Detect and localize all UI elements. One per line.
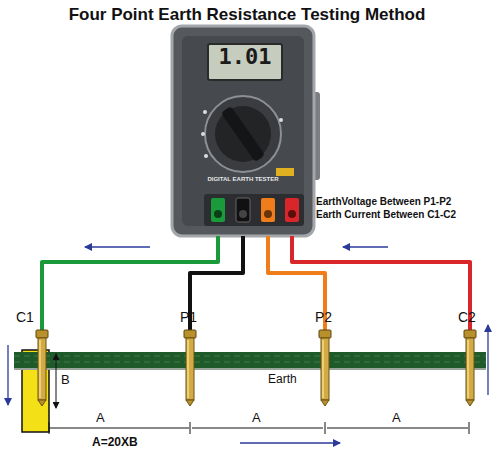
measurement-note: Earth Current Between C1-C2	[316, 209, 456, 220]
current-arrow	[343, 246, 388, 247]
earth-electrode: C1	[36, 330, 48, 406]
black-terminal	[236, 198, 250, 222]
terminal-socket	[264, 210, 272, 218]
electrode-label: C2	[458, 309, 476, 325]
red-terminal	[285, 198, 299, 222]
warning-sticker	[276, 168, 294, 176]
spacing-formula: A=20XB	[92, 435, 138, 449]
terminal-socket	[288, 210, 296, 218]
electrode-rod	[36, 330, 48, 406]
meter-body	[172, 26, 314, 236]
current-arrow	[240, 442, 340, 443]
rod-tip	[321, 400, 329, 406]
current-arrow	[7, 345, 8, 405]
earth-tester: 1.01DIGITAL EARTH TESTER	[172, 26, 314, 236]
meter-reading: 1.01	[208, 44, 282, 69]
green-terminal	[211, 198, 225, 222]
rod-cap	[319, 330, 331, 338]
rod-highlight	[322, 340, 324, 398]
meter-brand: DIGITAL EARTH TESTER	[172, 176, 314, 182]
electrode-rod	[184, 330, 196, 406]
rod-highlight	[39, 340, 41, 398]
dial-tick	[201, 132, 205, 136]
earth-band	[14, 352, 486, 368]
dial-tick	[203, 110, 207, 114]
electrode-label: P2	[315, 309, 332, 325]
dimension-line	[56, 354, 57, 408]
diagram-title: Four Point Earth Resistance Testing Meth…	[0, 5, 494, 25]
test-lead-wire	[190, 236, 243, 330]
rod-shaft	[321, 338, 329, 400]
terminal-socket	[239, 210, 247, 218]
current-arrow	[487, 325, 488, 395]
spacing-dimension: A	[96, 410, 105, 425]
electrode-label: P1	[180, 309, 197, 325]
meter-dial-ring	[205, 96, 281, 172]
measurement-note: EarthVoltage Between P1-P2	[316, 196, 451, 207]
earth-texture	[14, 356, 486, 362]
test-lead-wire	[292, 236, 470, 330]
earth-label: Earth	[268, 372, 297, 386]
rod-tip	[466, 400, 474, 406]
rod-shaft	[186, 338, 194, 400]
terminal-socket	[214, 210, 222, 218]
current-arrow	[85, 246, 150, 247]
dial-tick	[204, 154, 208, 158]
depth-dimension: B	[61, 372, 70, 387]
meter-face	[182, 36, 304, 226]
terminal-strip	[204, 194, 304, 226]
rod-highlight	[467, 340, 469, 398]
earth-shadow	[14, 368, 486, 370]
electrode-rod	[319, 330, 331, 406]
rod-highlight	[187, 340, 189, 398]
rod-cap	[464, 330, 476, 338]
electrode-rod	[464, 330, 476, 406]
rod-cap	[184, 330, 196, 338]
electrode-label: C1	[16, 309, 34, 325]
orange-terminal	[261, 198, 275, 222]
rod-tip	[38, 400, 46, 406]
meter-dial	[215, 106, 271, 162]
rod-shaft	[38, 338, 46, 400]
earth-electrode: P2	[319, 330, 331, 406]
earth-electrode: P1	[184, 330, 196, 406]
meter-display	[208, 44, 282, 80]
meter-dial-knob	[221, 106, 265, 162]
spacing-dimension: A	[252, 410, 261, 425]
rod-tip	[186, 400, 194, 406]
spacing-dimension: A	[392, 410, 401, 425]
rod-shaft	[466, 338, 474, 400]
dial-tick	[279, 118, 283, 122]
earth-electrode: C2	[464, 330, 476, 406]
rod-cap	[36, 330, 48, 338]
